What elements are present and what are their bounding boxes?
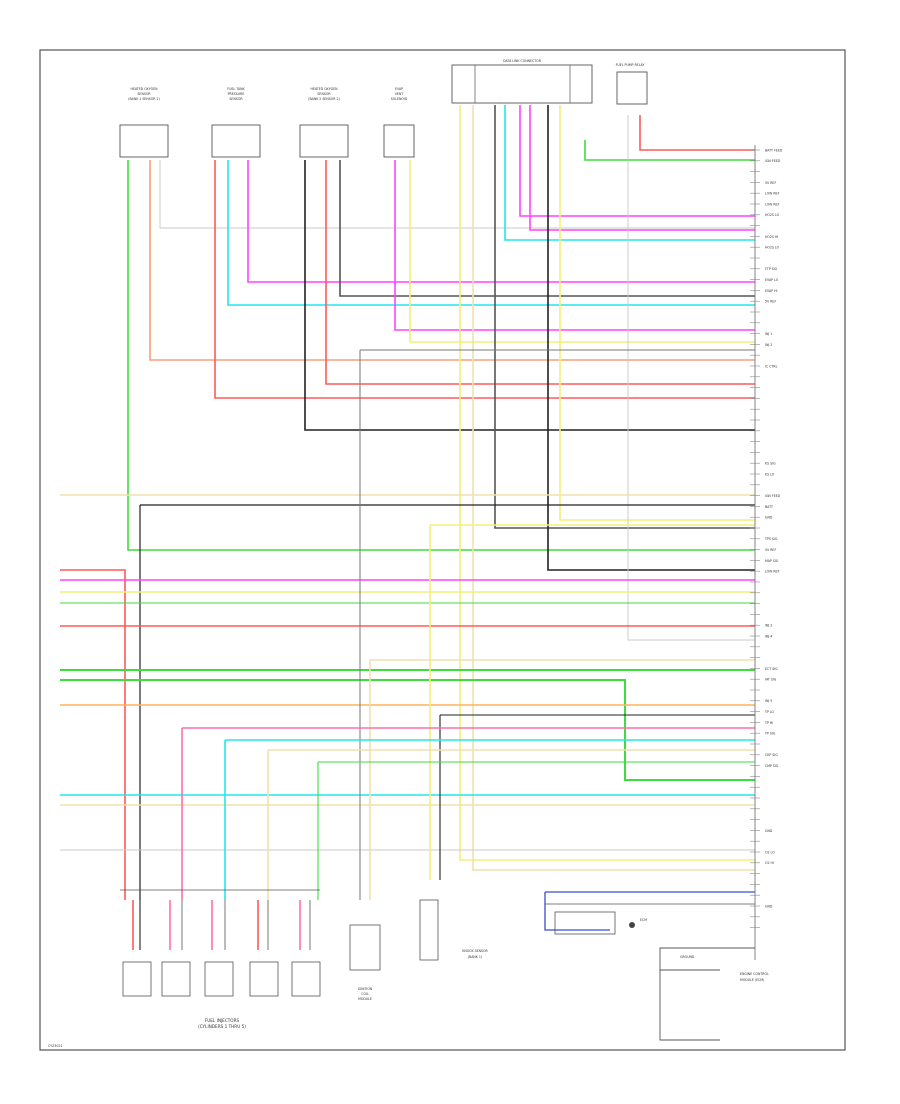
left-horizontal-wires	[60, 349, 755, 900]
injectors-label-2: (CYLINDERS 1 THRU 5)	[198, 1024, 246, 1029]
pin-label: CKP SIG	[765, 753, 778, 757]
sensor-b1s2-label-3: (BANK 1 SENSOR 2)	[128, 97, 160, 101]
pin-label: GND	[765, 829, 773, 833]
pin-label: 5V REF	[765, 300, 776, 304]
fuel-pump-relay[interactable]: FUEL PUMP RELAY	[616, 63, 648, 105]
pin-label: TP LO	[764, 710, 775, 714]
pin-label: LOW REF	[765, 570, 780, 574]
pin-label: INJ 5	[765, 699, 772, 703]
pin-label: INJ 3	[765, 624, 772, 628]
coil-label-3: MODULE	[358, 997, 372, 1001]
pin-label: IGN FEED	[765, 159, 781, 163]
pin-label: HO2S HI	[765, 235, 778, 239]
pin-label: 5V REF	[765, 181, 776, 185]
pin-label: TP HI	[764, 721, 773, 725]
data-link-connector-label: DATA LINK CONNECTOR	[503, 59, 542, 63]
pin-label: IC CTRL	[765, 364, 778, 368]
ecm-label-2: MODULE (ECM)	[740, 978, 764, 982]
pin-label: O2 HI	[765, 861, 774, 865]
pin-label: BATT FEED	[765, 148, 783, 152]
knock-label-1: KNOCK SENSOR	[462, 949, 488, 953]
injectors-label-1: FUEL INJECTORS	[205, 1018, 240, 1023]
sensor-evap[interactable]: EVAP VENT SOLENOID	[383, 87, 415, 158]
pin-label: KS LO	[765, 472, 775, 476]
pin-label: GND	[765, 904, 773, 908]
coil-label-2: COIL	[361, 992, 369, 996]
sensor-evap-label-2: VENT	[395, 92, 404, 96]
blue-wire	[544, 892, 610, 931]
fuel-pump-relay-label: FUEL PUMP RELAY	[616, 63, 645, 67]
splice-icon	[629, 922, 635, 928]
pin-label: 5V REF	[765, 548, 776, 552]
pin-label: ECT SIG	[765, 667, 778, 671]
diagram-code: CYZ3021	[48, 1044, 62, 1048]
pin-label: KS SIG	[765, 462, 776, 466]
pin-label: INJ 4	[765, 634, 772, 638]
pin-label: BATT	[765, 505, 773, 509]
sensor-b2s2[interactable]: HEATED OXYGEN SENSOR (BANK 2 SENSOR 2)	[299, 87, 349, 158]
data-link-connector[interactable]: DATA LINK CONNECTOR	[451, 59, 593, 104]
pin-label: HO2S LO	[765, 246, 780, 250]
pin-label: FTP SIG	[765, 267, 778, 271]
pin-label: TPS SIG	[764, 537, 778, 541]
fuel-injector-4[interactable]	[249, 961, 279, 997]
connector-block[interactable]	[554, 911, 616, 935]
pin-label: IAT SIG	[765, 678, 777, 682]
sensor-fuel-tank-label-3: SENSOR	[229, 97, 243, 101]
ecm-label-1: ENGINE CONTROL	[740, 972, 769, 976]
knock-sensor[interactable]: KNOCK SENSOR (BANK 1)	[419, 899, 489, 961]
sensor-fuel-tank-label-1: FUEL TANK	[227, 87, 245, 91]
fuel-injector-5[interactable]	[291, 961, 321, 997]
pin-label: HO2S LO	[765, 213, 780, 217]
top-vertical-wires	[127, 105, 755, 871]
pin-label: O2 LO	[765, 850, 775, 854]
injector-drops	[132, 900, 311, 950]
pin-label: GND	[765, 516, 773, 520]
diagram-border	[39, 49, 846, 1051]
sensor-evap-label-1: EVAP	[395, 87, 403, 91]
pin-label: IGN FEED	[765, 494, 781, 498]
ref-label: ECM	[640, 918, 647, 922]
pin-label: INJ 2	[765, 343, 772, 347]
pin-list: BATT FEED IGN FEED 5V REF LOW REF LOW REF HO2…	[750, 148, 783, 928]
pin-label: EVAP LO	[765, 278, 779, 282]
ignition-coil-module[interactable]: IGNITION COIL MODULE	[349, 924, 381, 1001]
fuel-injector-1[interactable]	[122, 961, 152, 997]
pin-label: LOW REF	[765, 202, 780, 206]
fuel-injector-2[interactable]	[161, 961, 191, 997]
ground-wire	[659, 947, 755, 1041]
sensor-b1s2-label-1: HEATED OXYGEN	[130, 87, 158, 91]
sensor-fuel-tank-label-2: PRESSURE	[228, 92, 245, 96]
ground-label: GROUND	[680, 955, 695, 959]
fuel-injectors[interactable]	[122, 961, 321, 997]
sensor-fuel-tank[interactable]: FUEL TANK PRESSURE SENSOR	[211, 87, 261, 158]
coil-label-1: IGNITION	[358, 987, 373, 991]
sensor-evap-label-3: SOLENOID	[391, 97, 408, 101]
pin-label: CMP SIG	[765, 764, 779, 768]
knock-label-2: (BANK 1)	[468, 955, 482, 959]
pin-label: LOW REF	[765, 192, 780, 196]
pin-label: MAP SIG	[765, 559, 779, 563]
sensor-b2s2-label-3: (BANK 2 SENSOR 2)	[308, 97, 340, 101]
pin-label: EVAP HI	[765, 289, 778, 293]
sensor-b2s2-label-2: SENSOR	[317, 92, 331, 96]
sensor-b2s2-label-1: HEATED OXYGEN	[310, 87, 338, 91]
pin-label: TP SIG	[764, 732, 776, 736]
sensor-b1s2-label-2: SENSOR	[137, 92, 151, 96]
sensor-b1s2[interactable]: HEATED OXYGEN SENSOR (BANK 1 SENSOR 2)	[119, 87, 169, 158]
fuel-injector-3[interactable]	[204, 961, 234, 997]
pin-label: INJ 1	[765, 332, 772, 336]
